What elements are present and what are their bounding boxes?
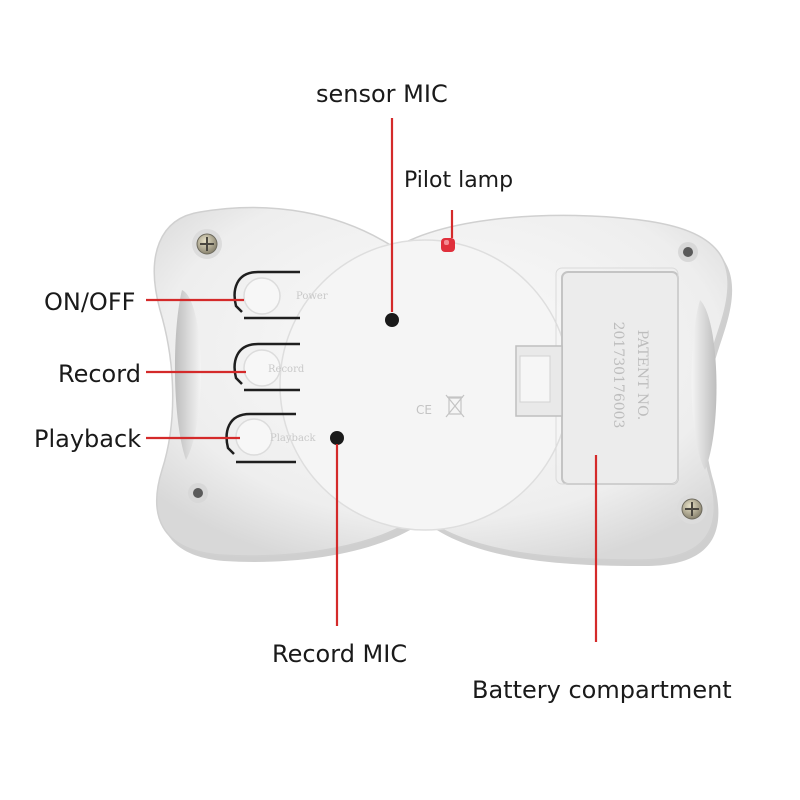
leader-lines — [146, 118, 598, 642]
right-grip-slot — [691, 300, 717, 470]
label-playback: Playback — [34, 425, 142, 453]
pilot-lamp-led — [441, 238, 455, 252]
record-button-print: Record — [268, 364, 305, 375]
sensor-mic-hole — [385, 313, 399, 327]
record-button[interactable]: Record — [233, 342, 305, 392]
playback-button-print: Playback — [270, 433, 317, 444]
power-button[interactable]: Power — [233, 270, 328, 320]
label-record-mic: Record MIC — [272, 640, 408, 668]
screw-hole — [678, 242, 698, 262]
label-sensor-mic: sensor MIC — [316, 80, 448, 108]
label-on-off: ON/OFF — [44, 288, 136, 316]
patent-text-line2: 201730176003 — [610, 322, 626, 429]
left-grip-slot — [174, 290, 201, 460]
power-button-print: Power — [296, 291, 328, 302]
label-record: Record — [58, 360, 141, 388]
record-mic-hole — [330, 431, 344, 445]
screw-icon — [192, 229, 222, 259]
screw-icon — [677, 494, 707, 524]
patent-text-line1: PATENT NO. — [634, 330, 650, 420]
screw-hole — [188, 483, 208, 503]
label-battery-compartment: Battery compartment — [472, 676, 732, 704]
label-pilot-lamp: Pilot lamp — [404, 168, 514, 193]
weee-bin-icon — [445, 394, 465, 418]
playback-button[interactable]: Playback — [225, 412, 317, 464]
battery-compartment: PATENT NO. 201730176003 — [515, 267, 679, 485]
ce-mark-icon: CE — [416, 403, 432, 417]
